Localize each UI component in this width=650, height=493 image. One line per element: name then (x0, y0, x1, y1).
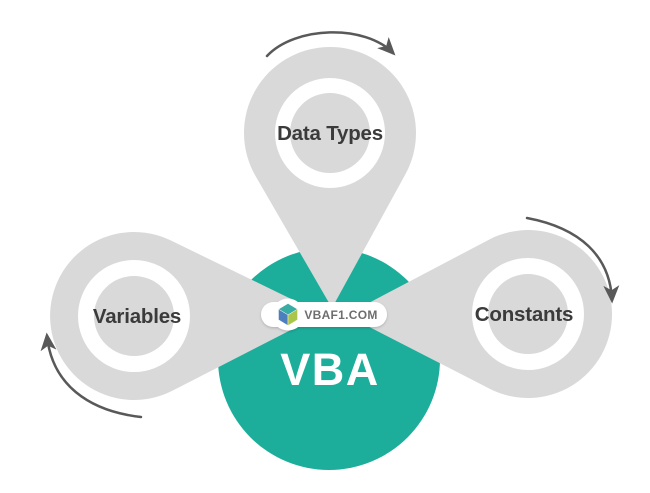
rotation-arrow-right (525, 216, 620, 304)
ring-variables (78, 260, 190, 372)
vba-center-label: VBA (280, 344, 380, 395)
rotation-arrow-top (265, 31, 396, 58)
watermark-text: VBAF1.COM (304, 308, 377, 322)
label-data-types: Data Types (277, 122, 383, 145)
ring-constants (472, 258, 584, 370)
cube-right-face (287, 308, 298, 326)
rotation-arrow-left (40, 332, 143, 419)
label-constants: Constants (475, 303, 573, 326)
label-variables: Variables (93, 305, 181, 328)
cube-3d-logo-icon (278, 303, 298, 326)
ring-data-types (275, 78, 385, 188)
